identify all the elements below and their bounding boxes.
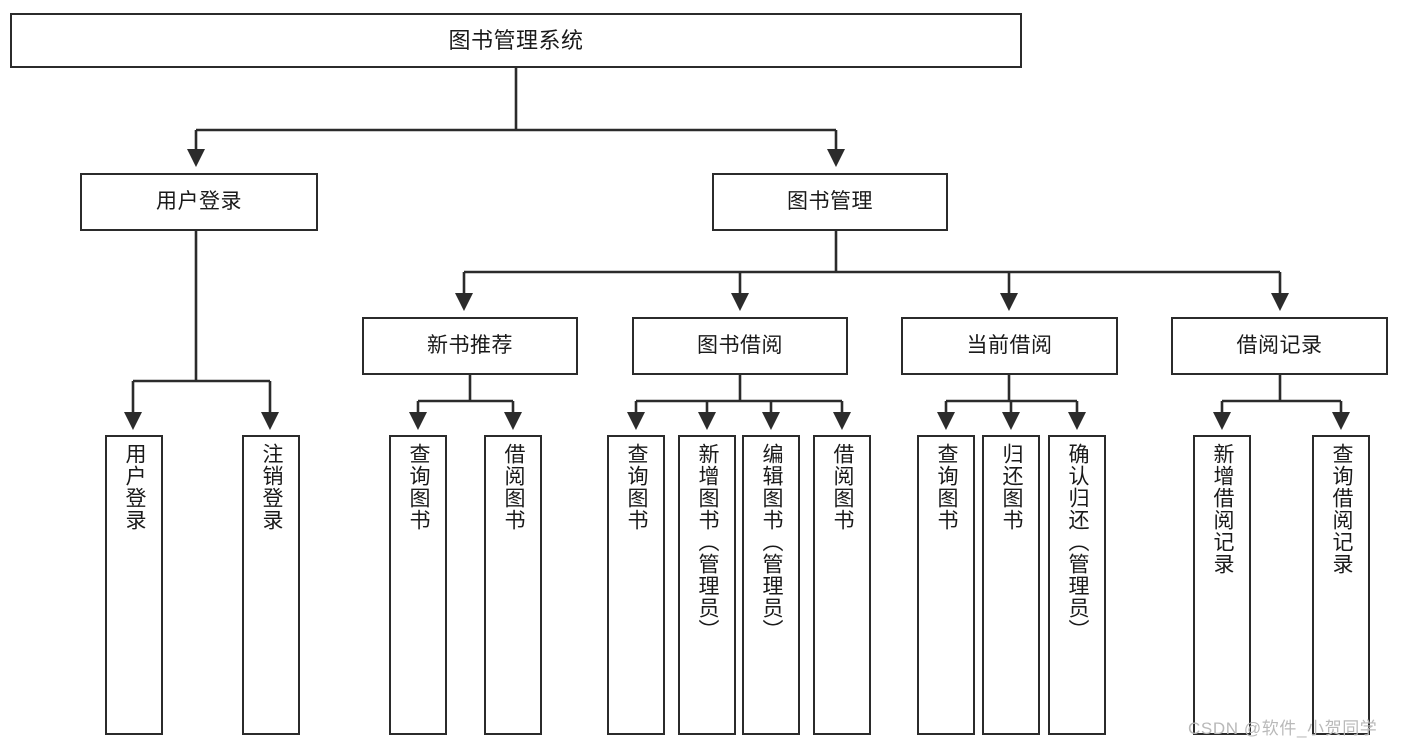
node-label: 图书管理 (787, 189, 873, 213)
leaf-query-books-recommendation[interactable]: 查询图书 (389, 435, 447, 735)
leaf-edit-book-admin[interactable]: 编辑图书（管理员） (742, 435, 800, 735)
leaf-return-books[interactable]: 归还图书 (982, 435, 1040, 735)
csdn-watermark: CSDN @软件_小贺同学 (1188, 719, 1378, 738)
leaf-borrow-books[interactable]: 借阅图书 (813, 435, 871, 735)
node-label: 用户登录 (156, 189, 242, 213)
leaf-borrow-books-recommendation[interactable]: 借阅图书 (484, 435, 542, 735)
node-label: 编辑图书（管理员） (760, 443, 784, 641)
leaf-add-borrowing-record[interactable]: 新增借阅记录 (1193, 435, 1251, 735)
node-label: 注销登录 (260, 443, 284, 531)
node-label: 借阅图书 (831, 443, 855, 531)
node-label: 图书借阅 (697, 333, 783, 357)
leaf-query-books-borrowing[interactable]: 查询图书 (607, 435, 665, 735)
node-new-book-recommendation[interactable]: 新书推荐 (362, 317, 578, 375)
node-label: 新增图书（管理员） (696, 443, 720, 641)
leaf-logout[interactable]: 注销登录 (242, 435, 300, 735)
node-label: 查询图书 (935, 443, 959, 531)
leaf-query-books-current[interactable]: 查询图书 (917, 435, 975, 735)
node-label: 查询借阅记录 (1330, 443, 1354, 575)
node-label: 新书推荐 (427, 333, 513, 357)
leaf-user-login[interactable]: 用户登录 (105, 435, 163, 735)
node-book-borrowing[interactable]: 图书借阅 (632, 317, 848, 375)
node-label: 查询图书 (625, 443, 649, 531)
node-label: 借阅图书 (502, 443, 526, 531)
node-borrowing-records[interactable]: 借阅记录 (1171, 317, 1388, 375)
node-label: 查询图书 (407, 443, 431, 531)
leaf-add-book-admin[interactable]: 新增图书（管理员） (678, 435, 736, 735)
node-current-borrowing[interactable]: 当前借阅 (901, 317, 1118, 375)
node-book-management[interactable]: 图书管理 (712, 173, 948, 231)
node-label: 图书管理系统 (448, 27, 584, 53)
node-label: 确认归还（管理员） (1066, 443, 1090, 641)
node-root-library-management-system[interactable]: 图书管理系统 (10, 13, 1022, 68)
leaf-confirm-return-admin[interactable]: 确认归还（管理员） (1048, 435, 1106, 735)
node-label: 借阅记录 (1236, 333, 1323, 357)
node-label: 用户登录 (123, 443, 147, 531)
node-user-login[interactable]: 用户登录 (80, 173, 318, 231)
node-label: 当前借阅 (966, 333, 1053, 357)
node-label: 归还图书 (1000, 443, 1024, 531)
leaf-query-borrowing-record[interactable]: 查询借阅记录 (1312, 435, 1370, 735)
node-label: 新增借阅记录 (1211, 443, 1235, 575)
